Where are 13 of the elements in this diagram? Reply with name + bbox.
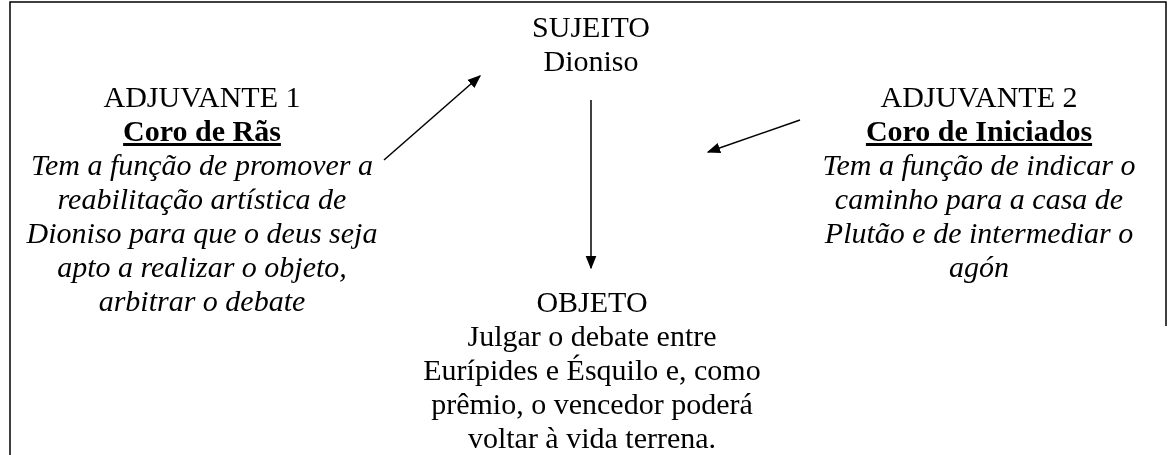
role-heading: ADJUVANTE 1 xyxy=(102,80,302,114)
description-text: Julgar o debate entre Eurípides e Ésquilo e, como prêmio, o vencedor poderá voltar à vida terrena. xyxy=(422,319,762,455)
arrow xyxy=(383,75,481,161)
arrow xyxy=(585,99,597,270)
character-name: Coro de Rãs xyxy=(122,114,282,148)
character-name: Coro de Iniciados xyxy=(864,114,1094,148)
arrow xyxy=(706,119,801,154)
role-heading: OBJETO xyxy=(535,285,649,319)
role-heading: ADJUVANTE 2 xyxy=(879,80,1079,114)
description-text: Dioniso xyxy=(542,44,640,78)
description-text: Tem a função de indicar o caminho para a casa de Plutão e de intermediar o agón xyxy=(821,148,1137,284)
role-heading: SUJEITO xyxy=(531,10,651,44)
description-text: Tem a função de promover a reabilitação artística de Dioniso para que o deus seja apto a realizar o objeto, arbitrar o debate xyxy=(25,148,379,318)
